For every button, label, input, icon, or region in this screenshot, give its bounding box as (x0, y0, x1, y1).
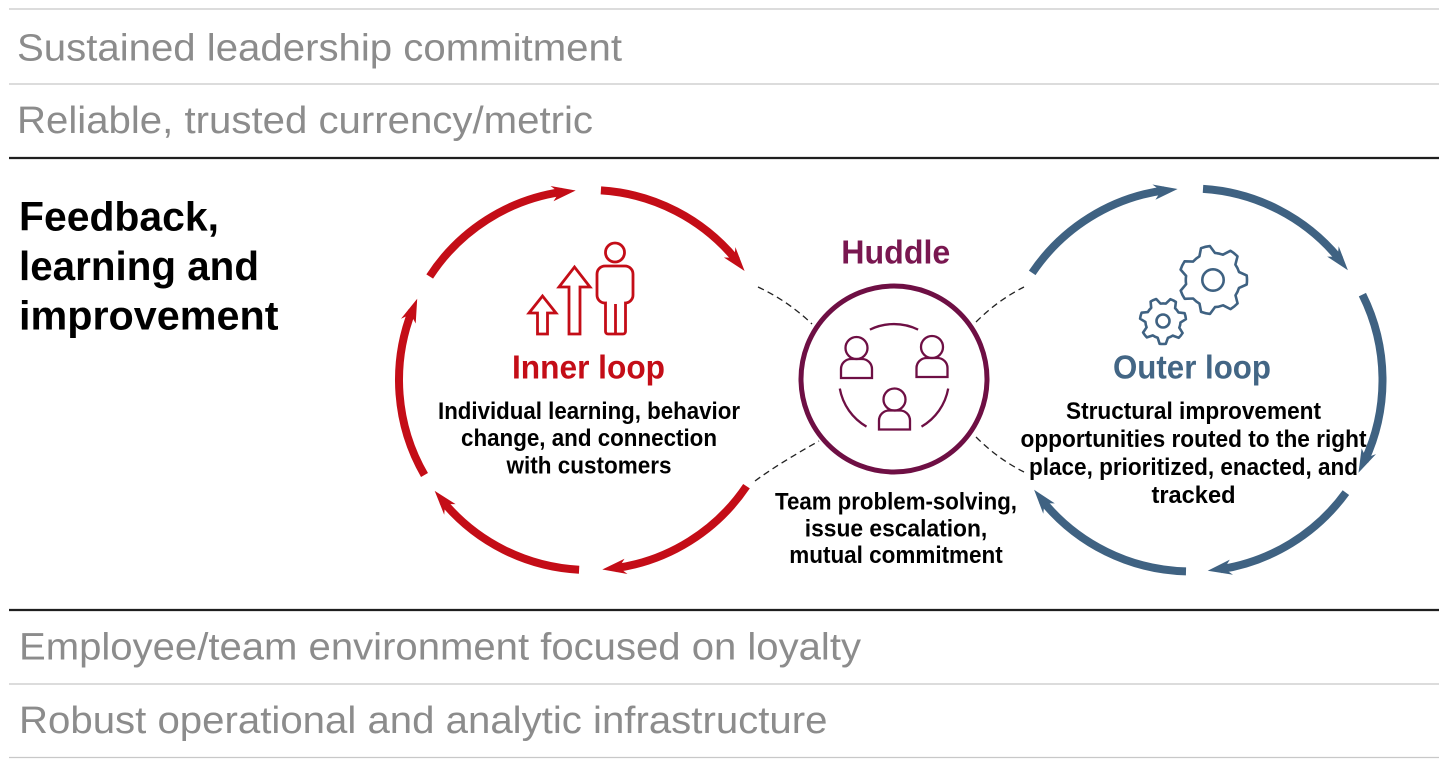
svg-text:mutual commitment: mutual commitment (789, 542, 1003, 569)
svg-text:Huddle: Huddle (841, 234, 950, 271)
svg-text:Outer loop: Outer loop (1113, 349, 1271, 386)
svg-text:improvement: improvement (19, 293, 279, 339)
svg-text:Feedback,: Feedback, (19, 194, 219, 240)
svg-text:Reliable, trusted currency/met: Reliable, trusted currency/metric (17, 100, 593, 142)
svg-text:place, prioritized, enacted, a: place, prioritized, enacted, and (1029, 454, 1358, 481)
svg-text:learning and: learning and (19, 243, 259, 289)
svg-text:opportunities routed to the ri: opportunities routed to the right (1021, 426, 1367, 453)
svg-text:Individual learning, behavior: Individual learning, behavior (438, 398, 740, 425)
svg-text:Team problem-solving,: Team problem-solving, (775, 489, 1017, 516)
svg-text:Robust operational and analyti: Robust operational and analytic infrastr… (19, 700, 828, 742)
svg-text:tracked: tracked (1152, 482, 1236, 509)
svg-text:with customers: with customers (506, 452, 672, 479)
svg-text:issue escalation,: issue escalation, (805, 516, 988, 543)
svg-text:Inner loop: Inner loop (512, 349, 665, 386)
svg-text:Sustained leadership commitmen: Sustained leadership commitment (17, 28, 622, 70)
svg-text:Employee/team environment focu: Employee/team environment focused on loy… (19, 627, 861, 669)
svg-text:Structural improvement: Structural improvement (1066, 398, 1321, 425)
svg-text:change, and connection: change, and connection (461, 425, 717, 452)
